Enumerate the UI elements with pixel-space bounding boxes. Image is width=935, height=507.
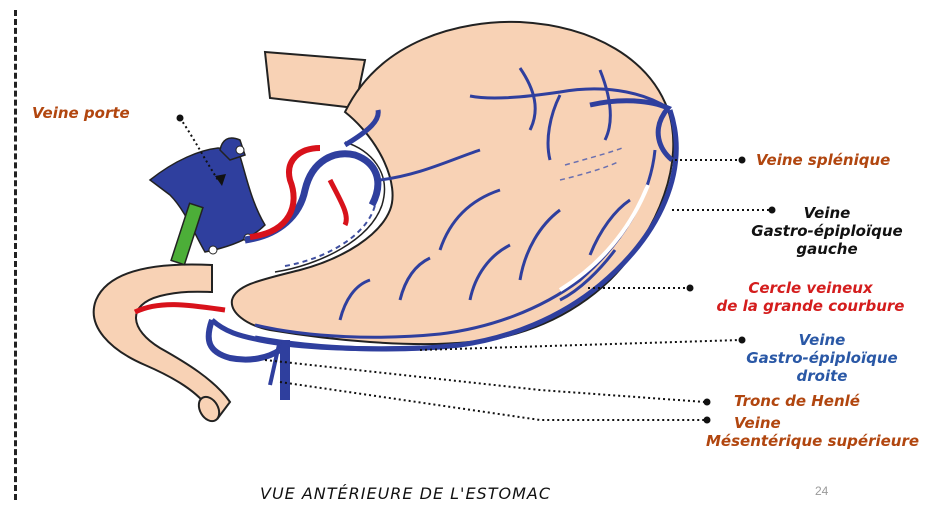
- label-veine-porte: Veine porte: [32, 104, 130, 122]
- left-gastric-vein: [245, 154, 378, 240]
- gastroduodenal-artery: [135, 305, 225, 312]
- label-gastro-droite-line2: Gastro-épiploïque: [712, 349, 932, 367]
- label-cercle-line1: Cercle veineux: [688, 279, 933, 297]
- page-number: 24: [815, 484, 828, 498]
- label-gastro-droite-line1: Veine: [712, 331, 932, 349]
- label-gastro-droite-line3: droite: [712, 367, 932, 385]
- label-gastro-droite: Veine Gastro-épiploïque droite: [712, 331, 932, 385]
- label-cercle-line2: de la grande courbure: [688, 297, 933, 315]
- label-gastro-gauche-line1: Veine: [722, 204, 932, 222]
- oesophagus: [265, 52, 365, 108]
- label-mesenterique-line2: Mésentérique supérieure: [706, 432, 919, 450]
- label-veine-splenique: Veine splénique: [756, 151, 890, 169]
- figure-caption: VUE ANTÉRIEURE DE L'ESTOMAC: [260, 484, 551, 503]
- label-gastro-gauche-line2: Gastro-épiploïque: [722, 222, 932, 240]
- label-gastro-gauche: Veine Gastro-épiploïque gauche: [722, 204, 932, 258]
- label-cercle-veineux: Cercle veineux de la grande courbure: [688, 279, 933, 315]
- label-gastro-gauche-line3: gauche: [722, 240, 932, 258]
- label-mesenterique: Veine Mésentérique supérieure: [706, 414, 919, 450]
- label-tronc-henle: Tronc de Henlé: [734, 392, 860, 410]
- label-mesenterique-line1: Veine: [706, 414, 919, 432]
